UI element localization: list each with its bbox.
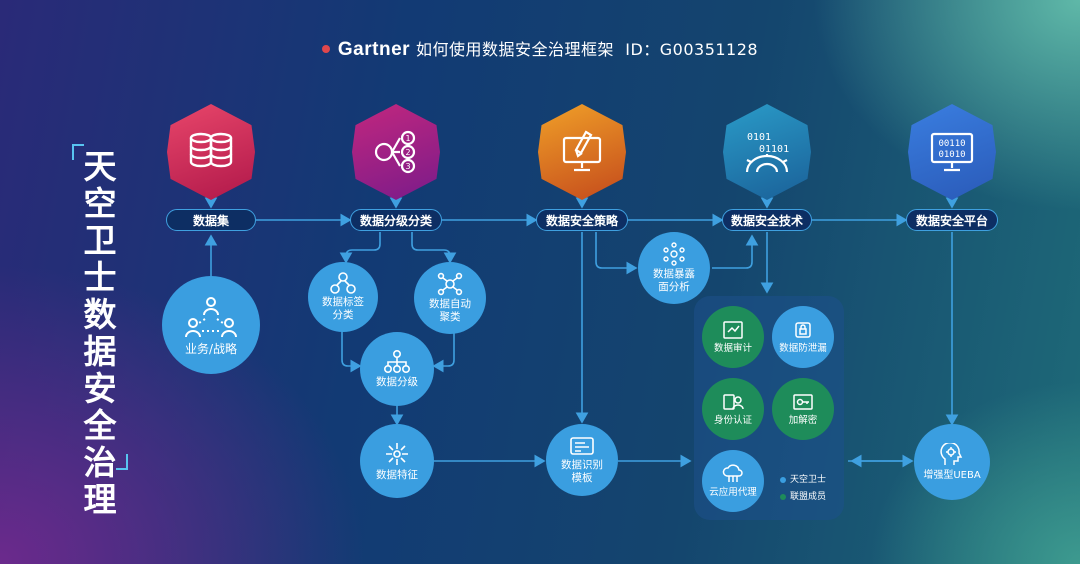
audit-icon [723, 320, 743, 339]
binary-monitor-icon: 00110 01010 [908, 104, 996, 200]
legend-skyguard-label: 天空卫士 [790, 475, 827, 485]
bracket-bottom-right [116, 454, 128, 470]
identity-icon [723, 393, 744, 410]
sparkle-icon [386, 442, 408, 465]
radial-network-icon [663, 242, 685, 266]
brand-logo: Gartner [337, 39, 411, 60]
exposure-analysis-node: 数据暴露 面分析 [638, 232, 710, 304]
svg-text:1: 1 [405, 134, 410, 143]
binary-gear-icon: 0101 01101 [723, 104, 811, 200]
key-icon [793, 393, 813, 410]
grading-label: 数据分级 [376, 375, 418, 388]
tech-item-cloud-proxy-label: 云应用代理 [709, 486, 757, 498]
auto-cluster-node: 数据自动 聚类 [414, 262, 486, 334]
database-icon [167, 104, 255, 200]
tech-item-encryption: 加解密 [772, 378, 834, 440]
policy-pen-icon [538, 104, 626, 200]
svg-text:01010: 01010 [938, 150, 965, 160]
legend-alliance-label: 联盟成员 [790, 492, 827, 502]
lock-icon [795, 321, 811, 338]
tech-item-authentication-label: 身份认证 [713, 414, 752, 426]
grading-node: 数据分级 [360, 332, 434, 406]
side-title: 天空卫士数据安全治理 [83, 147, 117, 519]
header-subtitle: 如何使用数据安全治理框架 [416, 40, 615, 59]
tech-item-encryption-label: 加解密 [788, 414, 818, 426]
stage-policy: 数据安全策略 [536, 209, 628, 231]
classification-icon: 1 2 3 [352, 104, 440, 200]
stage-classification: 数据分级分类 [350, 209, 442, 231]
people-network-icon [185, 296, 237, 337]
tag-classify-node: 数据标签 分类 [308, 262, 378, 332]
hierarchy-icon [383, 349, 410, 373]
stage-platform: 数据安全平台 [906, 209, 998, 231]
numbered-tree-icon [330, 272, 356, 294]
ueba-node: 增强型UEBA [914, 424, 990, 500]
exposure-analysis-label: 数据暴露 面分析 [653, 268, 695, 293]
svg-text:00110: 00110 [938, 139, 965, 149]
svg-text:01101: 01101 [759, 144, 789, 155]
template-card-icon [570, 437, 594, 455]
cloud-icon [722, 463, 743, 482]
stage-technology: 数据安全技术 [722, 209, 812, 231]
brand-dot-icon [321, 44, 330, 53]
identification-template-node: 数据识别 模板 [546, 424, 618, 496]
features-node: 数据特征 [360, 424, 434, 498]
legend-dot-blue-icon [780, 476, 786, 483]
business-strategy-label: 业务/战略 [184, 341, 238, 356]
tech-item-dlp-label: 数据防泄漏 [779, 342, 827, 354]
identification-template-label: 数据识别 模板 [561, 459, 603, 484]
tech-item-cloud-proxy: 云应用代理 [702, 450, 764, 512]
legend-dot-green-icon [780, 493, 786, 500]
cluster-network-icon [437, 272, 463, 296]
legend-item-skyguard: 天空卫士 [780, 472, 826, 485]
tech-item-dlp: 数据防泄漏 [772, 306, 834, 368]
svg-text:3: 3 [405, 162, 410, 171]
header: Gartner 如何使用数据安全治理框架 ID：G00351128 [0, 36, 1080, 61]
tag-classify-label: 数据标签 分类 [322, 296, 364, 321]
tech-item-authentication: 身份认证 [702, 378, 764, 440]
stage-dataset: 数据集 [166, 209, 256, 231]
tech-item-audit: 数据审计 [702, 306, 764, 368]
ueba-label: 增强型UEBA [923, 469, 981, 481]
legend-item-alliance: 联盟成员 [780, 489, 826, 502]
bracket-top-left [72, 144, 84, 160]
features-label: 数据特征 [376, 468, 418, 481]
svg-text:0101: 0101 [747, 132, 771, 143]
brain-head-icon [940, 442, 963, 465]
auto-cluster-label: 数据自动 聚类 [429, 298, 471, 323]
tech-item-audit-label: 数据审计 [713, 342, 752, 354]
business-strategy-node: 业务/战略 [162, 276, 260, 374]
svg-text:2: 2 [405, 148, 410, 157]
header-doc-id: ID：G00351128 [625, 40, 759, 59]
